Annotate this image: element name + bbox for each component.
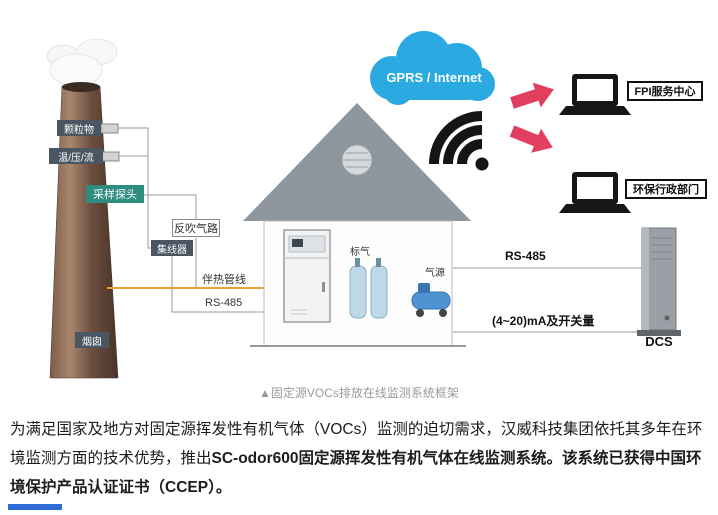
- air-compressor-icon: [411, 283, 451, 317]
- laptop-fpi-icon: [559, 74, 631, 115]
- label-particulate: 颗粒物: [57, 120, 101, 136]
- label-gas-source: 气源: [424, 264, 446, 279]
- label-heated-line: 伴热管线: [200, 271, 248, 287]
- article-paragraph: 为满足国家及地方对固定源挥发性有机气体（VOCs）监测的迫切需求，汉威科技集团依…: [10, 415, 708, 502]
- analyzer-cabinet-icon: [283, 229, 331, 323]
- cloud-label: GPRS / Internet: [386, 70, 482, 85]
- label-temp-press-flow: 温/压/流: [49, 148, 103, 164]
- laptop-epa-icon: [559, 172, 631, 213]
- gas-cylinder-icons: [349, 258, 388, 319]
- label-fpi-center: FPI服务中心: [627, 81, 703, 101]
- arrow-to-fpi-icon: [510, 82, 554, 109]
- dcs-server-icon: [637, 227, 681, 336]
- label-rs485-left: RS-485: [203, 297, 245, 309]
- arrow-to-epa-icon: [509, 125, 553, 153]
- figure-caption: ▲固定源VOCs排放在线监测系统框架: [259, 386, 459, 400]
- label-stack: 烟囱: [75, 332, 109, 348]
- label-dcs: DCS: [645, 334, 673, 349]
- paragraph-bold-text: SC-odor600固定源挥发性有机气体在线监测系统。该系统已获得中国环境保护产…: [10, 450, 702, 496]
- label-standard-gas: 标气: [349, 243, 371, 258]
- label-hub: 集线器: [151, 240, 193, 256]
- label-sampling-probe: 采样探头: [86, 185, 144, 203]
- cloud-icon: [370, 31, 495, 105]
- label-epa-dept: 环保行政部门: [625, 179, 707, 199]
- wifi-icon: [429, 111, 489, 171]
- partial-blue-bar: [8, 504, 62, 510]
- system-diagram: GPRS / Internet 颗粒物 温/压/流 采样探头 集线器 烟囱 反吹…: [46, 31, 707, 379]
- label-backflush: 反吹气路: [172, 219, 220, 237]
- paragraph-normal-text: 为满足国家及地方对固定源挥发性有机气体（VOCs）监测的迫切需求，汉威科技集团依…: [10, 421, 703, 467]
- label-rs485-right: RS-485: [505, 249, 546, 263]
- smoke-puff-icon: [46, 38, 118, 87]
- label-analog-io: (4~20)mA及开关量: [492, 314, 595, 328]
